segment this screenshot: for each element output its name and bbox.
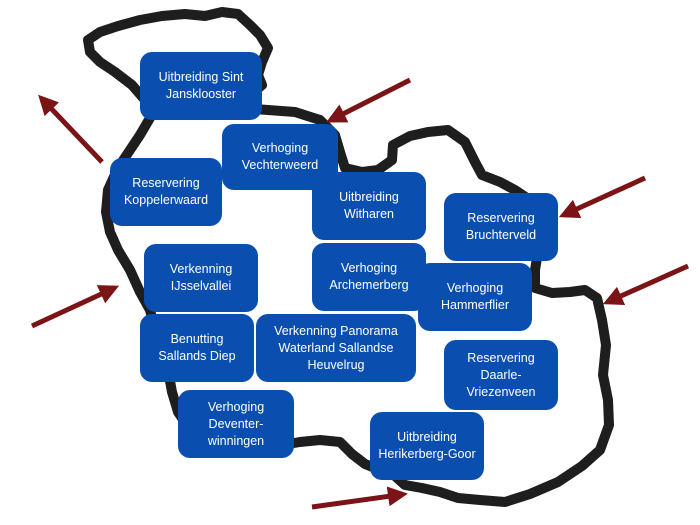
arrow-top-left [38,94,104,164]
box-verkenning-panorama-waterland: Verkenning Panorama Waterland Sallandse … [256,314,416,382]
arrow-right-upper [558,175,647,218]
box-reservering-bruchterveld: Reservering Bruchterveld [444,193,558,261]
arrow-right-lower [602,263,690,306]
arrow-bottom [311,486,408,510]
box-verkenning-ijsselvallei: Verkenning IJsselvallei [144,244,258,312]
box-benutting-sallands-diep: Benutting Sallands Diep [140,314,254,382]
box-verhoging-hammerflier: Verhoging Hammerflier [418,263,532,331]
arrows [30,77,690,510]
arrow-left [30,285,120,329]
box-verhoging-archemerberg: Verhoging Archemerberg [312,243,426,311]
box-uitbreiding-herikerberg-goor: Uitbreiding Herikerberg-Goor [370,412,484,480]
arrow-top-center [326,77,412,123]
box-uitbreiding-witharen: Uitbreiding Witharen [312,172,426,240]
box-reservering-koppelerwaard: Reservering Koppelerwaard [110,158,222,226]
box-reservering-daarle-vriezenveen: Reservering Daarle- Vriezenveen [444,340,558,410]
box-verhoging-deventer-winningen: Verhoging Deventer- winningen [178,390,294,458]
box-uitbreiding-sint-jansklooster: Uitbreiding Sint Jansklooster [140,52,262,120]
